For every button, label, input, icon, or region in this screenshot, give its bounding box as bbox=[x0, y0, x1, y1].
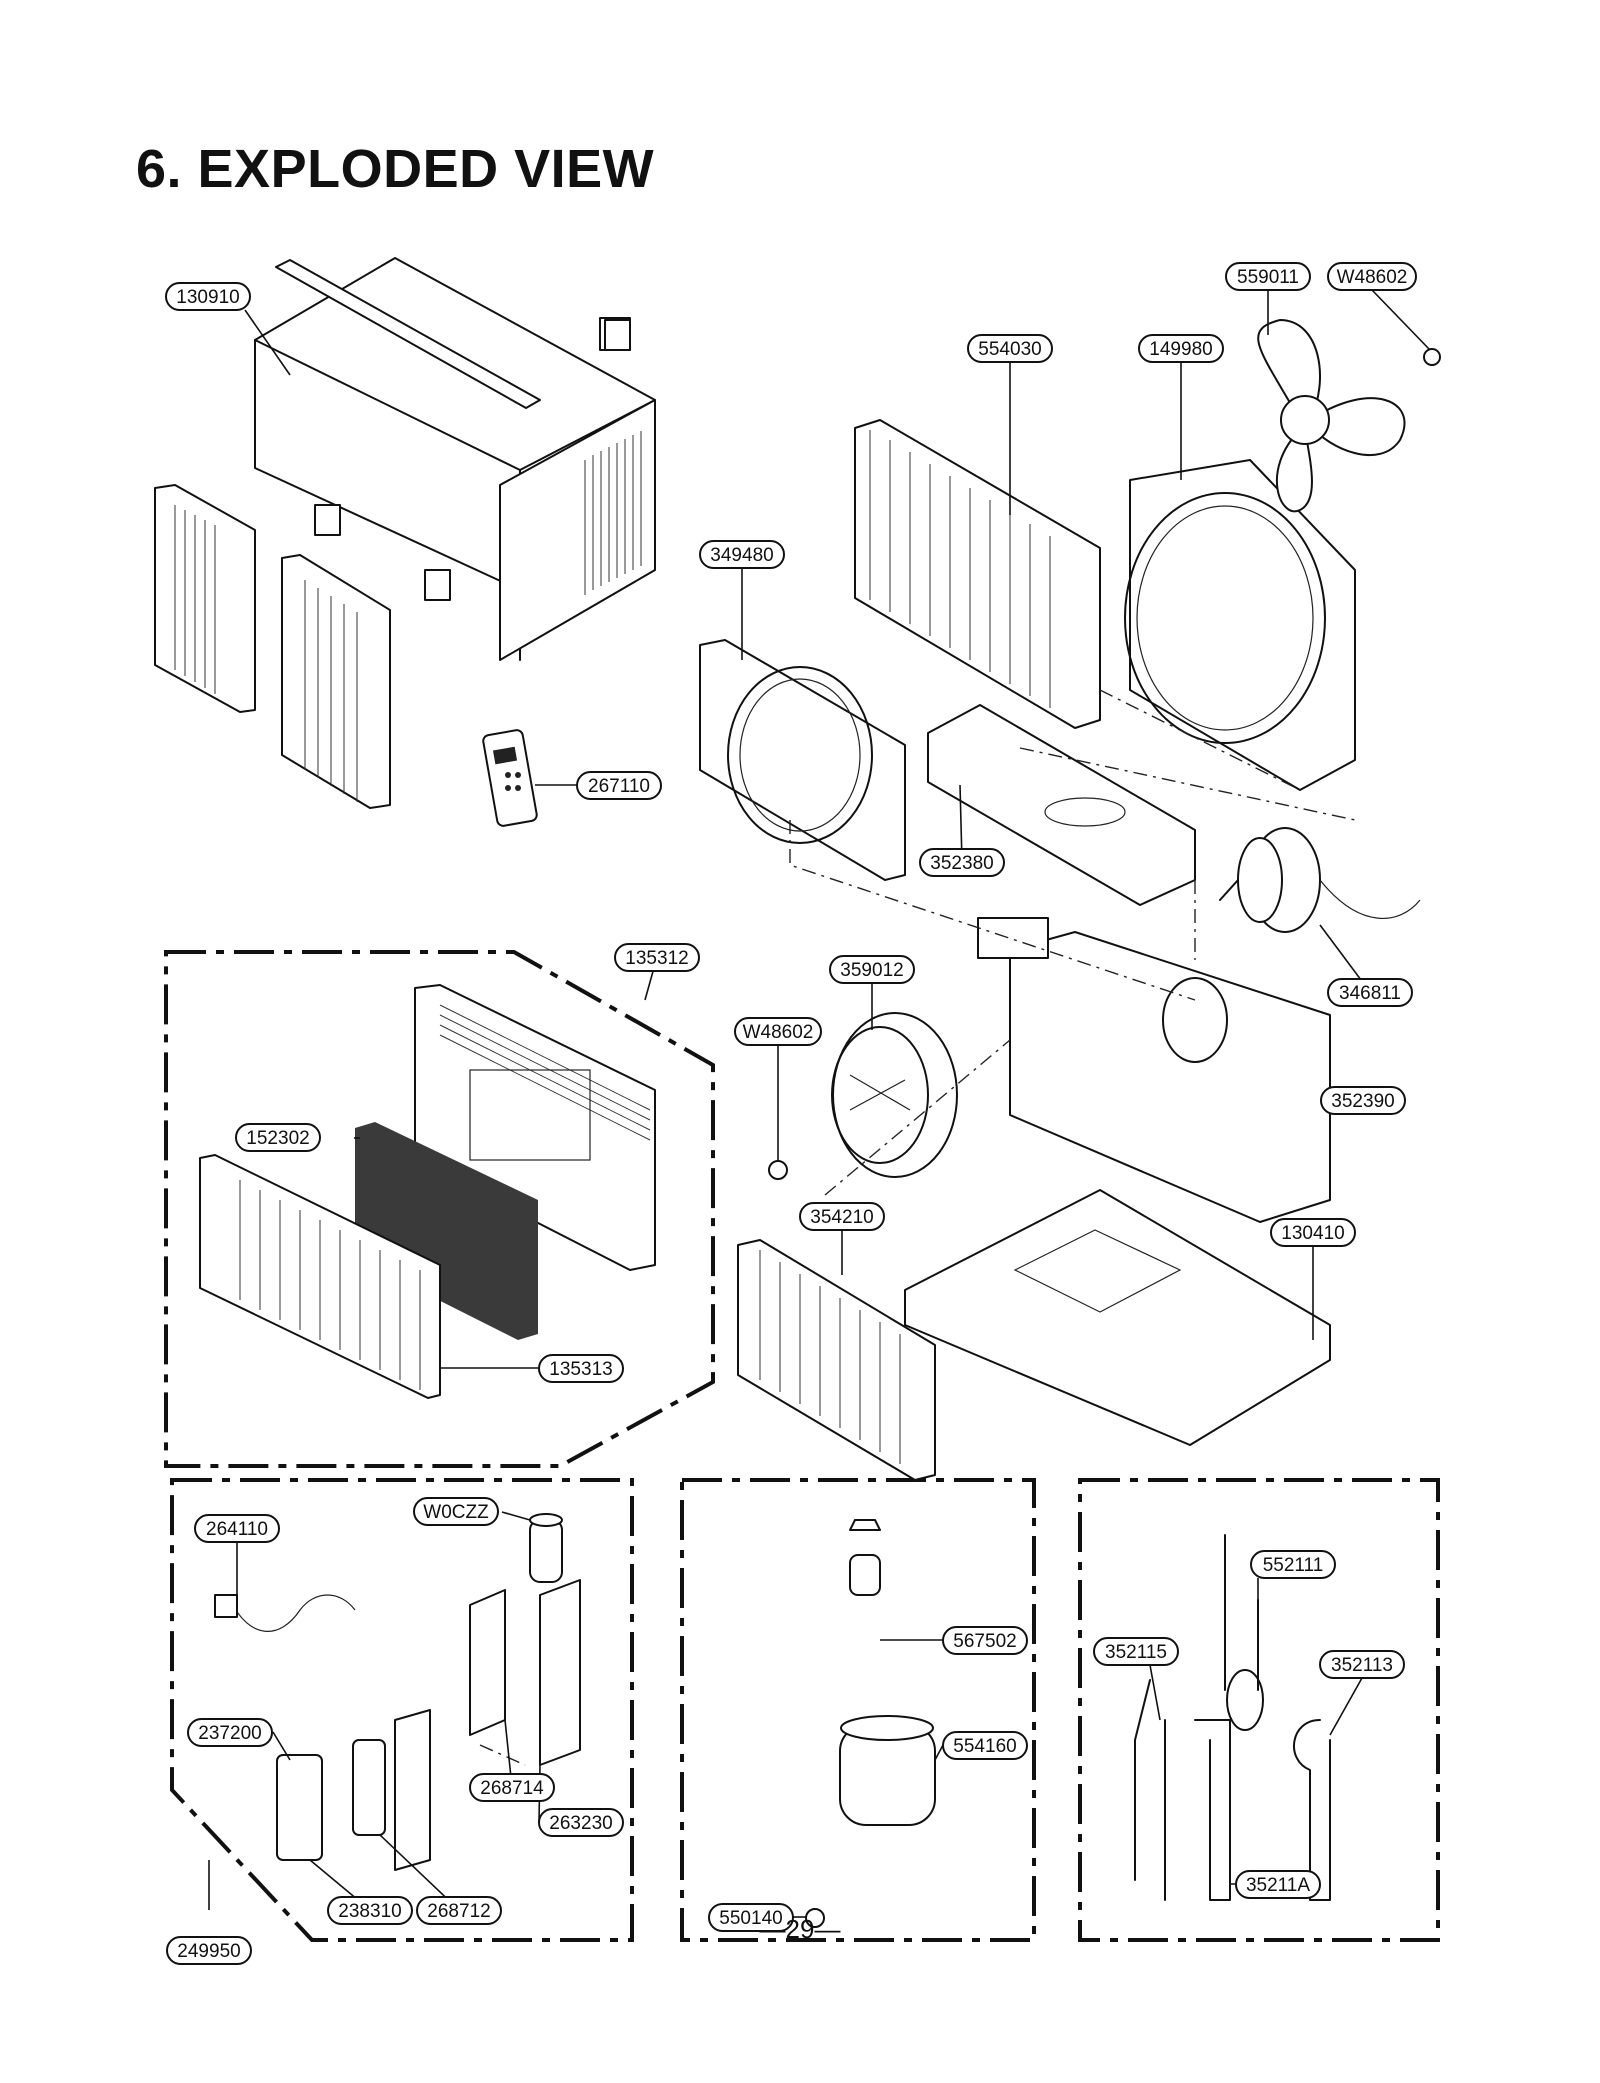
inlet-grille bbox=[199, 1154, 441, 1399]
callout-354210: 354210 bbox=[799, 1202, 885, 1231]
front-grille-group-frame bbox=[164, 950, 715, 1468]
svg-text:W48602: W48602 bbox=[1337, 267, 1408, 288]
svg-text:352380: 352380 bbox=[930, 853, 993, 874]
svg-text:359012: 359012 bbox=[840, 960, 903, 981]
condenser-fan-shroud bbox=[1124, 459, 1356, 791]
svg-text:352115: 352115 bbox=[1105, 1642, 1167, 1663]
callout-W0CZZ: W0CZZ bbox=[413, 1497, 499, 1526]
callout-267110: 267110 bbox=[576, 771, 662, 800]
remote-control bbox=[482, 729, 538, 827]
callout-135313: 135313 bbox=[538, 1354, 624, 1383]
svg-text:554160: 554160 bbox=[953, 1736, 1016, 1757]
svg-text:152302: 152302 bbox=[246, 1128, 309, 1149]
svg-text:238310: 238310 bbox=[338, 1901, 401, 1922]
callout-237200: 237200 bbox=[187, 1718, 273, 1747]
svg-text:264110: 264110 bbox=[206, 1519, 268, 1540]
callout-567502: 567502 bbox=[942, 1626, 1028, 1655]
callout-130910: 130910 bbox=[165, 282, 251, 311]
callout-359012: 359012 bbox=[829, 955, 915, 984]
callout-352115: 352115 bbox=[1093, 1637, 1179, 1666]
callout-263230: 263230 bbox=[538, 1808, 624, 1837]
callout-249950: 249950 bbox=[166, 1936, 252, 1965]
svg-text:559011: 559011 bbox=[1237, 267, 1299, 288]
assembly-lines bbox=[479, 689, 1356, 1766]
compressor-group-frame bbox=[680, 1478, 1036, 1942]
callout-W48602-blower: W48602 bbox=[734, 1017, 822, 1046]
callout-559011: 559011 bbox=[1225, 262, 1311, 291]
evaporator-coil bbox=[737, 1239, 936, 1481]
page-title: 6. EXPLODED VIEW bbox=[136, 139, 655, 199]
svg-text:268714: 268714 bbox=[480, 1778, 544, 1799]
page-number: —29— bbox=[759, 1914, 841, 1944]
callout-152302: 152302 bbox=[235, 1123, 321, 1152]
callout-349480: 349480 bbox=[699, 540, 785, 569]
callout-130410: 130410 bbox=[1270, 1218, 1356, 1247]
svg-text:352390: 352390 bbox=[1331, 1091, 1394, 1112]
refrigerant-piping bbox=[1134, 1534, 1331, 1901]
side-curtain-left bbox=[154, 484, 256, 713]
callout-554160: 554160 bbox=[942, 1731, 1028, 1760]
air-filter bbox=[355, 1122, 538, 1340]
svg-text:149980: 149980 bbox=[1149, 339, 1212, 360]
svg-text:267110: 267110 bbox=[588, 776, 650, 797]
barrier-panel bbox=[699, 639, 906, 881]
svg-text:237200: 237200 bbox=[198, 1723, 261, 1744]
svg-text:346811: 346811 bbox=[1339, 983, 1401, 1004]
base-pan bbox=[904, 1189, 1331, 1446]
fan-motor bbox=[1219, 827, 1421, 933]
control-box-parts bbox=[214, 1513, 581, 1871]
compressor bbox=[805, 1519, 936, 1928]
callout-264110: 264110 bbox=[194, 1514, 280, 1543]
callout-550140: 550140 bbox=[708, 1903, 794, 1932]
evaporator-housing bbox=[977, 917, 1331, 1223]
condenser-coil bbox=[854, 419, 1101, 729]
cabinet-part bbox=[254, 257, 656, 661]
svg-text:268712: 268712 bbox=[427, 1901, 490, 1922]
svg-text:567502: 567502 bbox=[953, 1631, 1016, 1652]
svg-text:554030: 554030 bbox=[978, 339, 1041, 360]
callout-135312: 135312 bbox=[614, 943, 700, 972]
svg-text:263230: 263230 bbox=[549, 1813, 612, 1834]
svg-text:130910: 130910 bbox=[176, 287, 239, 308]
svg-text:249950: 249950 bbox=[177, 1941, 240, 1962]
svg-text:130410: 130410 bbox=[1281, 1223, 1344, 1244]
callout-238310: 238310 bbox=[327, 1896, 413, 1925]
svg-text:W48602: W48602 bbox=[743, 1022, 814, 1043]
svg-text:35211A: 35211A bbox=[1246, 1875, 1310, 1896]
svg-text:135312: 135312 bbox=[625, 948, 688, 969]
callout-352113: 352113 bbox=[1319, 1650, 1405, 1679]
svg-text:W0CZZ: W0CZZ bbox=[423, 1502, 489, 1523]
callout-W48602-top: W48602 bbox=[1327, 262, 1417, 291]
callout-149980: 149980 bbox=[1138, 334, 1224, 363]
callout-268714: 268714 bbox=[469, 1773, 555, 1802]
control-box-group-frame bbox=[170, 1478, 634, 1942]
callout-352380: 352380 bbox=[919, 848, 1005, 877]
propeller-fan bbox=[1257, 319, 1441, 513]
callout-346811: 346811 bbox=[1327, 978, 1413, 1007]
svg-text:349480: 349480 bbox=[710, 545, 773, 566]
svg-text:354210: 354210 bbox=[810, 1207, 873, 1228]
side-curtain-right bbox=[281, 554, 391, 809]
blower-wheel bbox=[768, 1012, 958, 1180]
callout-554030: 554030 bbox=[967, 334, 1053, 363]
svg-text:135313: 135313 bbox=[549, 1359, 612, 1380]
callout-268712: 268712 bbox=[416, 1896, 502, 1925]
callout-352390: 352390 bbox=[1320, 1086, 1406, 1115]
callout-552111: 552111 bbox=[1250, 1550, 1336, 1579]
svg-text:552111: 552111 bbox=[1263, 1555, 1324, 1576]
svg-text:550140: 550140 bbox=[719, 1908, 782, 1929]
svg-text:352113: 352113 bbox=[1331, 1655, 1393, 1676]
callout-35211A: 35211A bbox=[1235, 1870, 1321, 1899]
